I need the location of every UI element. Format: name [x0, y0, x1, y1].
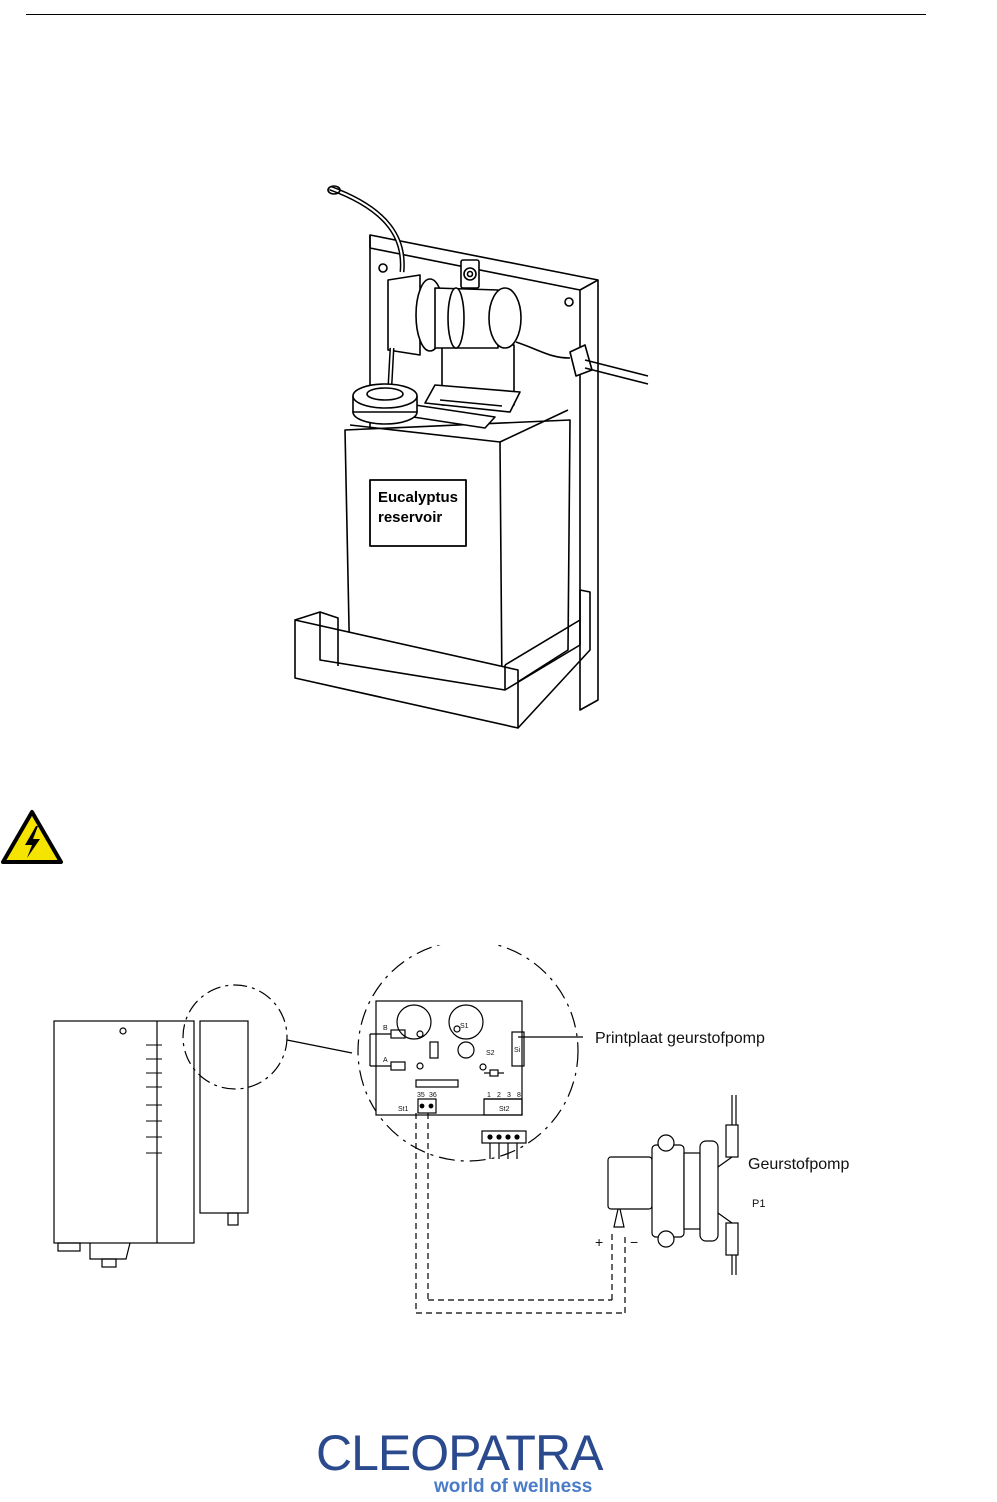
pcb-st1: St1 — [398, 1106, 409, 1113]
pcb-t35: 35 — [417, 1092, 425, 1099]
pcb-n3: 3 — [507, 1092, 511, 1099]
header-rule — [26, 14, 926, 15]
plus-sign: + — [595, 1234, 603, 1250]
pump-label: Geurstofpomp — [748, 1156, 849, 1173]
pcb-st2: St2 — [499, 1106, 510, 1113]
pcb-n1: 1 — [487, 1092, 491, 1099]
pcb-t36: 36 — [429, 1092, 437, 1099]
reservoir-label-line2: reservoir — [378, 509, 442, 526]
reservoir-illustration: Eucalyptus reservoir — [294, 185, 649, 729]
pcb-b: B — [383, 1025, 388, 1032]
electrical-hazard-icon — [1, 810, 63, 864]
pcb-si: Si — [514, 1047, 521, 1054]
pcb-s2: S2 — [486, 1050, 495, 1057]
board-label: Printplaat geurstofpomp — [595, 1030, 765, 1047]
pcb-n8: 8 — [517, 1092, 521, 1099]
brand-logo: CLEOPATRA world of wellness — [316, 1425, 626, 1502]
reservoir-label-line1: Eucalyptus — [378, 489, 458, 506]
pump-id: P1 — [752, 1198, 765, 1210]
brand-tagline: world of wellness — [434, 1476, 593, 1497]
pcb-n2: 2 — [497, 1092, 501, 1099]
wiring-schematic: Printplaat geurstofpomp Geurstofpomp P1 … — [53, 945, 849, 1314]
pcb-s1: S1 — [460, 1023, 469, 1030]
pcb-a: A — [383, 1057, 388, 1064]
brand-name: CLEOPATRA — [316, 1425, 603, 1481]
minus-sign: − — [630, 1234, 638, 1250]
